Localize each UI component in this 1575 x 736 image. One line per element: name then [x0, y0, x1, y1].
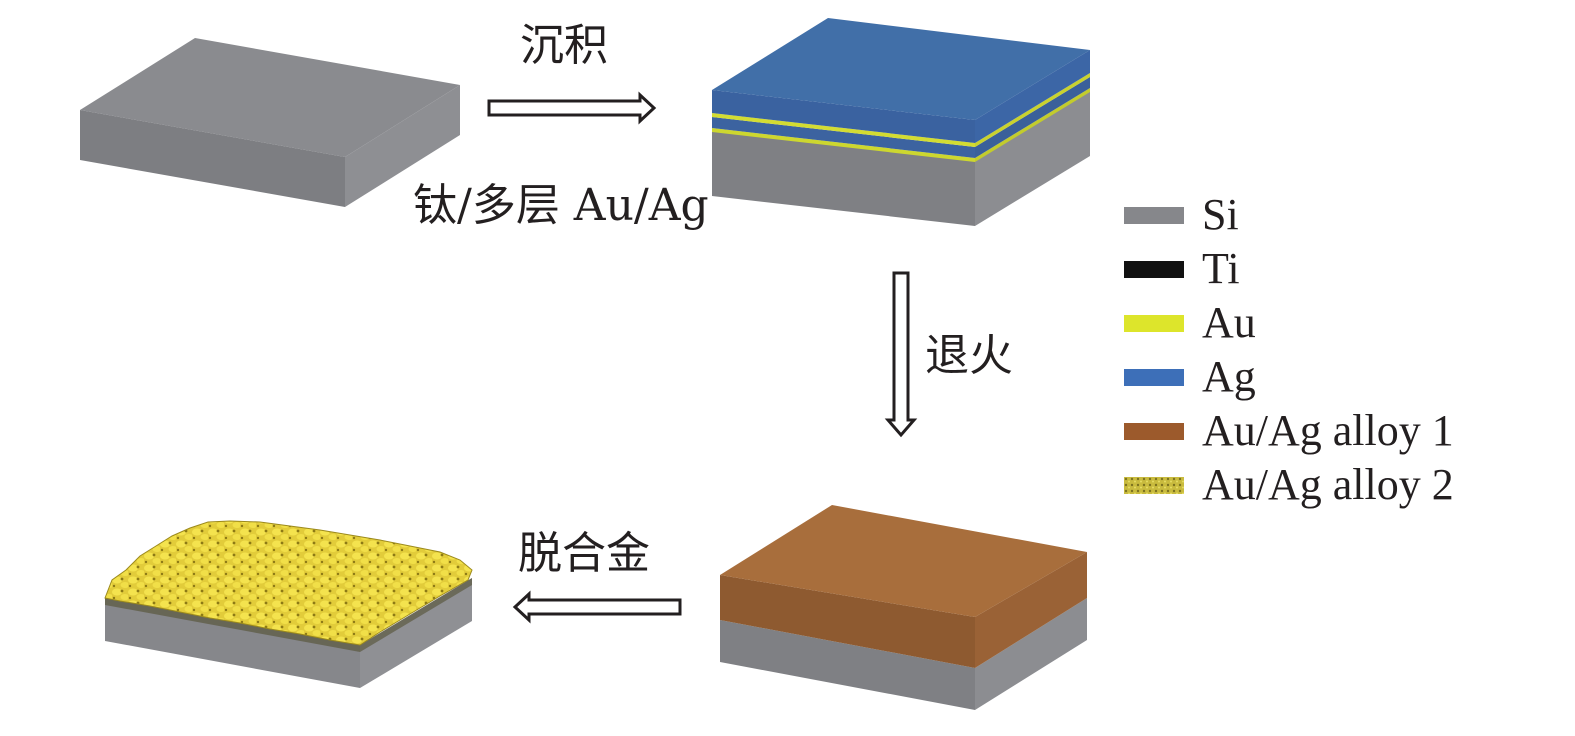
alloy-si-front [720, 620, 975, 710]
si-substrate-block [80, 38, 460, 207]
deposit-arrow [487, 91, 657, 125]
ag-layer-upper-side [975, 50, 1090, 143]
np-si-side [360, 578, 472, 688]
legend-label-ti: Ti [1202, 244, 1240, 293]
alloy-block [720, 505, 1087, 710]
deposit-label: 沉积 [520, 20, 608, 71]
dealloy-arrow [512, 590, 682, 624]
np-si-front [105, 598, 360, 688]
legend-swatch-ti [1124, 261, 1184, 278]
legend-label-si: Si [1202, 190, 1239, 239]
dealloy-label: 脱合金 [518, 528, 650, 579]
nanoporous-block [104, 520, 473, 688]
np-porous-top [104, 520, 473, 646]
ag-top-surface [712, 18, 1090, 120]
legend-label-alloy-2: Au/Ag alloy 2 [1202, 460, 1454, 509]
legend-swatch-au [1124, 315, 1184, 332]
ag-layer-upper [712, 90, 975, 143]
legend-label-ag: Ag [1202, 352, 1256, 401]
au-layer-upper-side [975, 73, 1090, 147]
alloy-top [720, 505, 1087, 617]
anneal-label: 退火 [925, 330, 1013, 381]
au-layer-lower [712, 128, 975, 162]
alloy-si-side [975, 598, 1087, 710]
multilayer-block [712, 18, 1090, 226]
alloy-side [975, 552, 1087, 668]
legend-swatch-alloy-2 [1124, 477, 1184, 494]
ag-layer-lower [712, 117, 975, 158]
ag-layer-lower-side [975, 77, 1090, 158]
au-layer-upper [712, 113, 975, 147]
legend-label-alloy-1: Au/Ag alloy 1 [1202, 406, 1454, 455]
si-block-side [345, 85, 460, 207]
au-layer-lower-side [975, 88, 1090, 162]
si-layer-side [975, 90, 1090, 226]
anneal-arrow [884, 271, 918, 438]
legend-swatch-si [1124, 207, 1184, 224]
si-block-top [80, 38, 460, 157]
si-block-front [80, 110, 345, 207]
legend-label-au: Au [1202, 298, 1256, 347]
layers-label: 钛/多层 Au/Ag [413, 180, 709, 231]
np-dark-rim [105, 578, 472, 652]
alloy-front [720, 575, 975, 668]
legend-swatch-ag [1124, 369, 1184, 386]
legend-swatch-alloy-1 [1124, 423, 1184, 440]
